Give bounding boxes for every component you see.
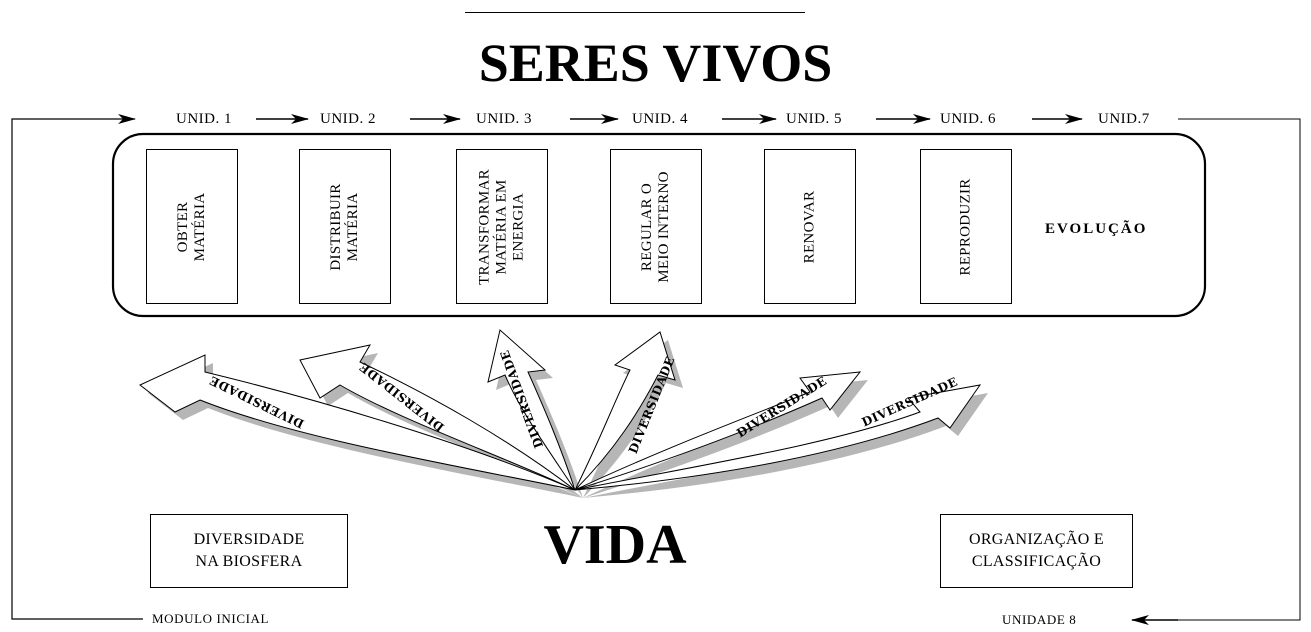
process-box-distribuir-materia: DISTRIBUIR MATÉRIA [299,149,391,304]
unit-label-5: UNID. 5 [786,111,842,127]
unit-label-6: UNID. 6 [940,111,996,127]
process-box-obter-materia: OBTER MATÉRIA [146,149,238,304]
center-label-vida: VIDA [543,514,687,576]
unit-label-1: UNID. 1 [176,111,232,127]
process-box-transformar-materia: TRANSFORMAR MATÉRIA EM ENERGIA [456,149,548,304]
top-rule [465,12,805,13]
evolution-label: EVOLUÇÃO [1045,221,1148,237]
diversity-arrow-3 [487,329,576,491]
unit-label-2: UNID. 2 [320,111,376,127]
diversity-arrow-5 [574,371,862,491]
unit-label-7: UNID.7 [1098,111,1150,127]
footer-unidade-8: UNIDADE 8 [1002,612,1077,627]
diversity-arrow-6 [574,384,982,491]
footer-modulo-inicial: MODULO INICIAL [152,611,270,626]
organization-classification-box: ORGANIZAÇÃO E CLASSIFICAÇÃO [940,514,1133,588]
loop-line-left [11,114,143,620]
diversity-biosphere-box: DIVERSIDADE NA BIOSFERA [150,514,348,588]
diversity-arrow-2 [299,344,576,491]
diagram-title: SERES VIVOS [478,33,833,93]
unit-label-4: UNID. 4 [632,111,688,127]
diversity-arrow-4 [574,331,676,491]
process-box-reproduzir: REPRODUZIR [920,149,1012,304]
process-box-regular-meio-interno: REGULAR O MEIO INTERNO [610,149,702,304]
diversity-arrow-1 [139,354,576,491]
diversity-fan [139,329,988,498]
loop-line-right [1160,118,1301,621]
process-box-renovar: RENOVAR [764,149,856,304]
unit-label-3: UNID. 3 [476,111,532,127]
